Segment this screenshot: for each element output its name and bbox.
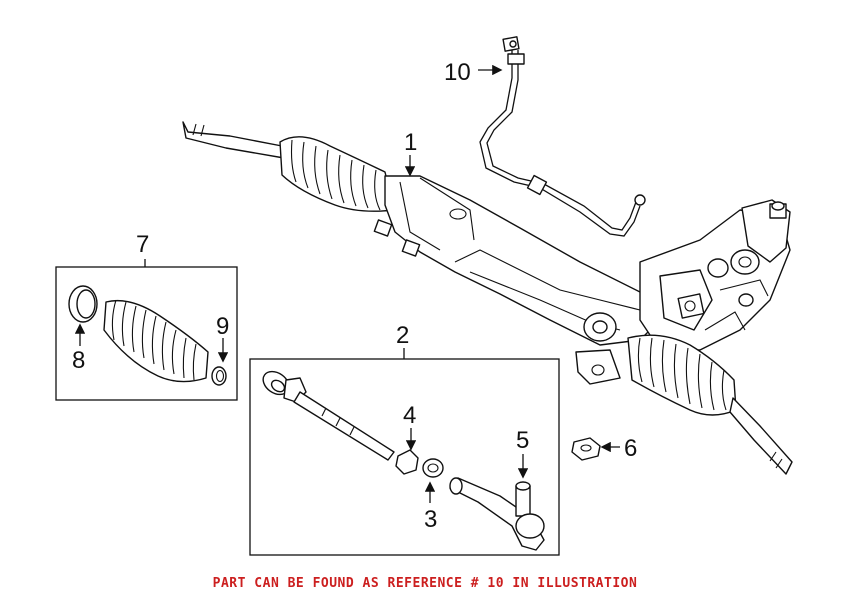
left-rack-shaft: [182, 121, 285, 159]
callout-2: 2: [396, 322, 409, 349]
callout-3: 3: [424, 506, 437, 533]
boot-kit-bellows: [103, 299, 209, 383]
clamp-ring: [68, 285, 98, 323]
callout-6: 6: [624, 435, 637, 462]
electric-assist-motor: [639, 199, 791, 351]
callout-1: 1: [404, 129, 417, 156]
callout-4: 4: [403, 402, 416, 429]
steering-line: [479, 36, 646, 237]
steering-rack-assembly: [182, 121, 793, 475]
washer: [422, 458, 444, 478]
outer-tie-rod-end: [449, 477, 545, 551]
right-rack-boot: [627, 334, 737, 416]
callout-9: 9: [216, 313, 229, 340]
footer-note: PART CAN BE FOUND AS REFERENCE # 10 IN I…: [212, 576, 638, 591]
rack-mount-bushing: [575, 312, 621, 385]
mount-nut: [571, 437, 620, 461]
callout-5: 5: [516, 427, 529, 454]
tie-rod-box: [249, 348, 560, 556]
rack-housing: [373, 175, 661, 346]
callout-8: 8: [72, 347, 85, 374]
left-rack-boot: [279, 136, 395, 212]
boot-kit-box: [55, 259, 238, 401]
inner-tie-rod: [262, 370, 395, 461]
callout-7: 7: [136, 231, 149, 258]
right-rack-shaft: [729, 397, 793, 475]
boot-clamp-small: [211, 366, 227, 386]
callout-10: 10: [444, 59, 471, 86]
jam-nut: [395, 449, 419, 475]
